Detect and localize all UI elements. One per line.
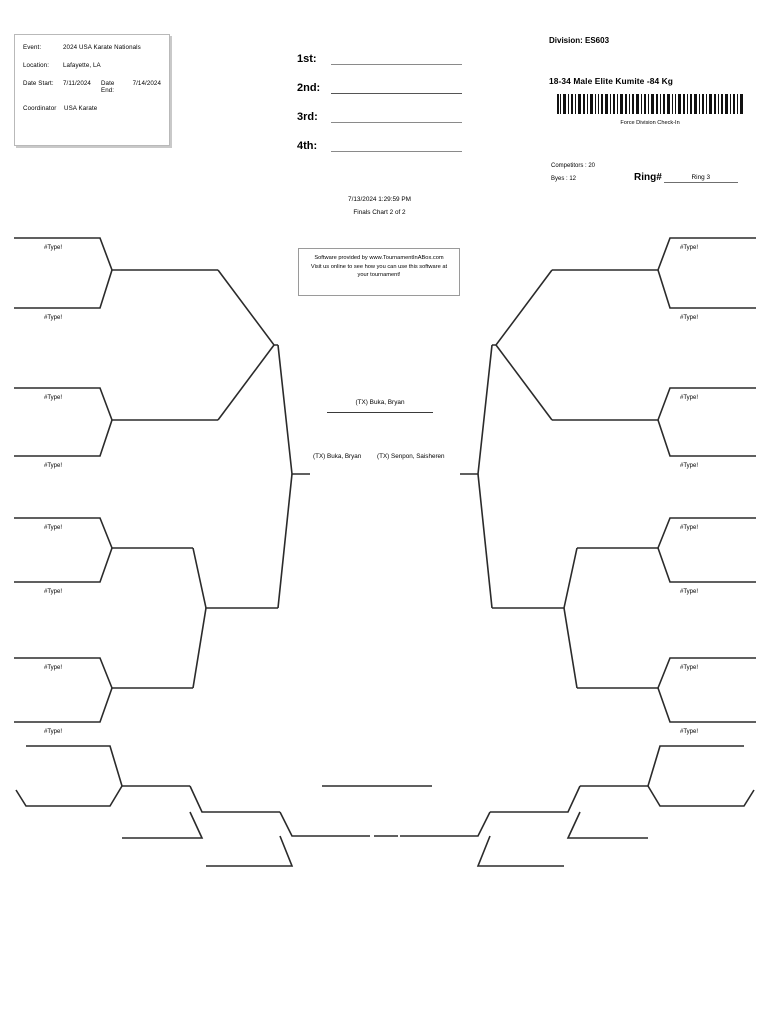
barcode-icon [557, 94, 743, 114]
byes-count: Byes : 12 [551, 175, 577, 182]
ring-input[interactable]: Ring 3 [663, 174, 738, 183]
left-slot-3-label: #Type! [44, 395, 62, 401]
date-start-label: Date Start: [23, 80, 54, 87]
left-slot-1-label: #Type! [44, 245, 62, 251]
chart-stamp: 7/13/2024 1:29:59 PM Finals Chart 2 of 2 [297, 194, 462, 219]
right-slot-2-label: #Type! [680, 315, 698, 321]
event-value: 2024 USA Karate Nationals [63, 44, 141, 51]
right-slot-4-label: #Type! [680, 463, 698, 469]
location-value: Lafayette, LA [63, 62, 101, 69]
coordinator-value: USA Karate [64, 105, 98, 112]
ring-field: Ring# Ring 3 [634, 172, 738, 183]
event-row-coordinator: Coordinator USA Karate [23, 105, 161, 112]
division-code: Division: ES603 [549, 36, 610, 45]
placements: 1st: 2nd: 3rd: 4th: [297, 36, 462, 152]
right-slot-8-label: #Type! [680, 729, 698, 735]
placement-input-1st[interactable] [331, 52, 462, 65]
placement-input-4th[interactable] [331, 139, 462, 152]
coordinator-label: Coordinator [23, 105, 57, 112]
placement-label-1st: 1st: [297, 53, 317, 65]
event-row-event: Event: 2024 USA Karate Nationals [23, 44, 161, 51]
placement-input-3rd[interactable] [331, 110, 462, 123]
placement-input-2nd[interactable] [331, 81, 462, 94]
right-slot-6-label: #Type! [680, 589, 698, 595]
division-title: 18-34 Male Elite Kumite -84 Kg [549, 76, 674, 86]
left-slot-8-label: #Type! [44, 729, 62, 735]
right-slot-1-label: #Type! [680, 245, 698, 251]
software-notice-box: Software provided by www.TournamentInABo… [298, 248, 460, 296]
champion-rule [327, 412, 433, 413]
software-line-1: Software provided by www.TournamentInABo… [314, 255, 444, 261]
right-slot-3-label: #Type! [680, 395, 698, 401]
chart-number: Finals Chart 2 of 2 [353, 208, 406, 216]
placement-label-4th: 4th: [297, 140, 318, 152]
ring-label: Ring# [634, 172, 662, 183]
competitors-count: Competitors : 20 [551, 163, 596, 169]
champion-name: (TX) Buka, Bryan [355, 399, 405, 406]
placement-row-2nd: 2nd: [297, 65, 462, 94]
date-end-label: Date End: [100, 80, 115, 94]
finalist-left-name: (TX) Buka, Bryan [313, 453, 362, 460]
placement-row-4th: 4th: [297, 123, 462, 152]
division-counts: Competitors : 20 Byes : 12 [551, 160, 595, 185]
location-label: Location: [23, 62, 50, 69]
left-slot-7-label: #Type! [44, 665, 62, 671]
barcode-caption: Force Division Check-In [620, 120, 680, 126]
event-info-box: Event: 2024 USA Karate Nationals Locatio… [14, 34, 170, 146]
date-end-value: 7/14/2024 [132, 80, 161, 87]
left-slot-4-label: #Type! [44, 463, 62, 469]
print-timestamp: 7/13/2024 1:29:59 PM [348, 196, 411, 203]
event-row-location: Location: Lafayette, LA [23, 62, 161, 69]
right-slot-7-label: #Type! [680, 665, 698, 671]
event-label: Event: [23, 44, 42, 51]
finalist-right-name: (TX) Senpon, Saisheren [377, 453, 445, 460]
right-slot-5-label: #Type! [680, 525, 698, 531]
placement-label-3rd: 3rd: [297, 111, 318, 123]
placement-label-2nd: 2nd: [297, 82, 321, 94]
left-slot-5-label: #Type! [44, 525, 62, 531]
software-line-2: Visit us online to see how you can use t… [310, 263, 448, 270]
left-slot-6-label: #Type! [44, 589, 62, 595]
left-slot-2-label: #Type! [44, 315, 62, 321]
software-line-3: your tournament! [357, 272, 401, 279]
division-barcode: Force Division Check-In [557, 94, 743, 126]
date-start-value: 7/11/2024 [63, 80, 91, 87]
placement-row-3rd: 3rd: [297, 94, 462, 123]
event-row-dates: Date Start: 7/11/2024 Date End: 7/14/202… [23, 80, 161, 94]
placement-row-1st: 1st: [297, 36, 462, 65]
